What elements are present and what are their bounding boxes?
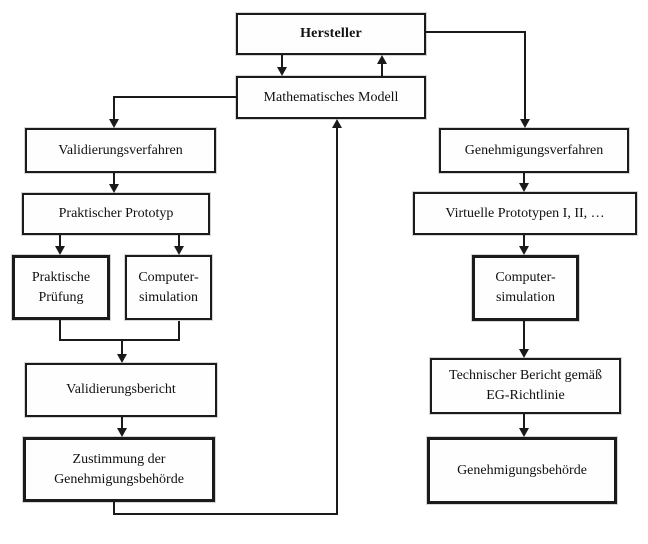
node-genehmigungsverfahren: Genehmigungsverfahren [439,128,629,173]
node-label-line1: Computer- [495,270,556,286]
node-label: Hersteller [300,26,362,42]
node-computer-simulation-links: Computer- simulation [125,255,212,320]
edge-virtuelle-to-computersim-line [523,235,525,247]
edge-validierungsverfahren-to-prototyp-arrowhead-icon [109,184,119,193]
node-hersteller: Hersteller [236,13,426,55]
node-label-line2: EG-Richtlinie [486,388,565,403]
edge-virtuelle-to-computersim-arrowhead-icon [519,246,529,255]
node-virtuelle-prototypen: Virtuelle Prototypen I, II, … [413,192,637,235]
node-label-line1: Computer- [138,269,199,285]
edge-modell-to-validierungsverfahren-vline [113,96,115,121]
node-computer-simulation-rechts: Computer- simulation [472,255,579,321]
node-zustimmung-genehmigungsbehoerde: Zustimmung der Genehmigungsbehörde [23,437,215,502]
node-label: Validierungsbericht [66,382,176,398]
edge-hersteller-to-modell-arrowhead-icon [277,67,287,76]
edge-hersteller-to-genehmigungsverfahren-hline [426,31,526,33]
edge-modell-to-validierungsverfahren-hline [113,96,236,98]
edge-prototyp-to-pruefung-line [59,235,61,247]
edge-modell-to-hersteller-line [381,62,383,76]
edge-bericht-to-zustimmung-line [121,417,123,430]
edge-hersteller-to-modell-line [281,55,283,69]
node-label: Validierungsverfahren [58,142,183,158]
edge-feedback-vline [336,127,338,515]
edge-hersteller-to-genehmigungsverfahren-arrowhead-icon [520,119,530,128]
edge-prototyp-to-computersim-line [178,235,180,247]
edge-merge-to-bericht-arrowhead-icon [117,354,127,363]
edge-feedback-arrowhead-icon [332,119,342,128]
edge-genehmigungsverfahren-to-virtuelle-arrowhead-icon [519,183,529,192]
node-label-line1: Zustimmung der [72,451,166,467]
edge-hersteller-to-genehmigungsverfahren-vline [524,31,526,121]
edge-feedback-down-stub [113,502,115,515]
node-praktischer-prototyp: Praktischer Prototyp [22,193,210,235]
node-validierungsverfahren: Validierungsverfahren [25,128,216,173]
edge-genehmigungsverfahren-to-virtuelle-line [523,173,525,185]
node-label: Genehmigungsbehörde [457,462,587,478]
edge-merge-to-bericht-line [121,341,123,356]
node-genehmigungsbehoerde: Genehmigungsbehörde [427,437,617,504]
edge-prototyp-to-pruefung-arrowhead-icon [55,246,65,255]
node-label: Genehmigungsverfahren [464,142,604,158]
edge-validierungsverfahren-to-prototyp-line [113,173,115,186]
edge-computersim-to-technischer-line [523,321,525,351]
edge-merge-right-stub [178,321,180,341]
node-mathematisches-modell: Mathematisches Modell [236,76,426,119]
node-label: Praktischer Prototyp [58,206,174,222]
edge-feedback-hline [113,513,338,515]
edge-technischer-to-behoerde-line [523,414,525,429]
node-praktische-pruefung: Praktische Prüfung [12,255,110,320]
node-label-line2: simulation [138,289,199,305]
edge-merge-left-stub [59,320,61,341]
edge-prototyp-to-computersim-arrowhead-icon [174,246,184,255]
node-technischer-bericht: Technischer Bericht gemäß EG-Richtlinie [430,358,621,414]
edge-modell-to-validierungsverfahren-arrowhead-icon [109,119,119,128]
edge-technischer-to-behoerde-arrowhead-icon [519,428,529,437]
node-label: Virtuelle Prototypen I, II, … [445,205,605,221]
edge-computersim-to-technischer-arrowhead-icon [519,349,529,358]
node-validierungsbericht: Validierungsbericht [25,363,217,417]
edge-merge-hline [59,339,180,341]
node-label-line1: Technischer Bericht gemäß [449,368,602,384]
node-label-line1: Praktische [31,269,91,285]
edge-bericht-to-zustimmung-arrowhead-icon [117,428,127,437]
node-label-line2: Prüfung [38,289,84,305]
node-label-line2: simulation [495,290,556,305]
edge-modell-to-hersteller-arrowhead-icon [377,55,387,64]
node-label: Mathematisches Modell [263,89,399,105]
node-label-line2: Genehmigungsbehörde [54,471,184,487]
